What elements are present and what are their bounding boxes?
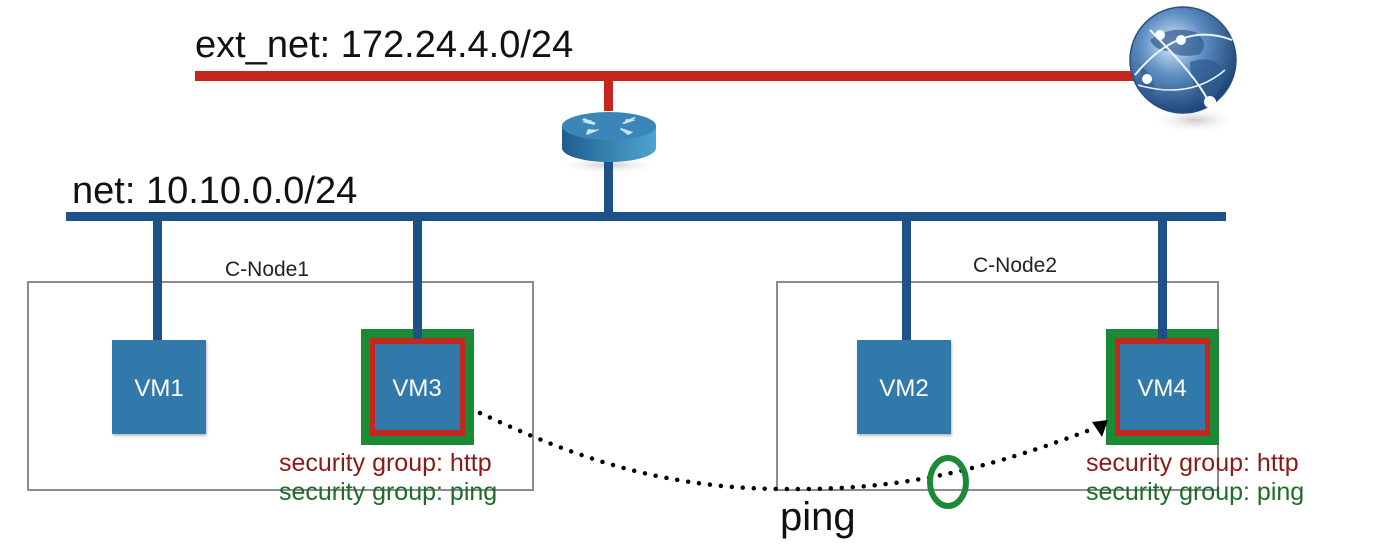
vm-label: VM3 <box>392 375 441 402</box>
ext-net-label: ext_net: 172.24.4.0/24 <box>195 24 573 66</box>
router-downlink <box>604 162 613 212</box>
compute-node-box <box>27 281 534 491</box>
security-group-ping-label: security group: ping <box>279 478 497 506</box>
arrowhead-icon <box>1092 420 1108 437</box>
ping-label: ping <box>780 495 856 539</box>
net-line <box>66 212 1226 221</box>
vm-box <box>1120 344 1205 430</box>
vm-link <box>902 221 911 343</box>
vm-link-end <box>413 329 422 339</box>
ext-net-line <box>195 71 1155 81</box>
vm-box <box>375 344 460 430</box>
vm-vm1[interactable]: VM1 <box>112 340 206 434</box>
vm-link <box>413 221 422 343</box>
vm-vm2[interactable]: VM2 <box>857 340 951 434</box>
vm-label: VM4 <box>1137 375 1186 402</box>
router-uplink <box>604 81 613 111</box>
vm-vm3[interactable]: VM3 <box>361 329 474 445</box>
net-label: net: 10.10.0.0/24 <box>72 170 357 212</box>
vm-link <box>153 221 162 343</box>
ping-marker-icon <box>927 455 969 509</box>
vm-link-end <box>1158 329 1167 339</box>
vm-label: VM2 <box>879 375 928 402</box>
compute-node-label: C-Node1 <box>225 258 309 281</box>
security-group-http-label: security group: http <box>1086 449 1299 477</box>
security-group-http-label: security group: http <box>279 449 492 477</box>
vm-label: VM1 <box>134 375 183 402</box>
vm-box <box>112 340 206 434</box>
ping-path <box>477 410 1098 492</box>
globe-icon <box>1129 6 1240 134</box>
router-icon <box>554 112 664 174</box>
vm-link <box>1158 221 1167 343</box>
vm-vm4[interactable]: VM4 <box>1106 329 1219 445</box>
security-group-ping-label: security group: ping <box>1086 478 1304 506</box>
compute-node-label: C-Node2 <box>973 254 1057 277</box>
vm-box <box>857 340 951 434</box>
